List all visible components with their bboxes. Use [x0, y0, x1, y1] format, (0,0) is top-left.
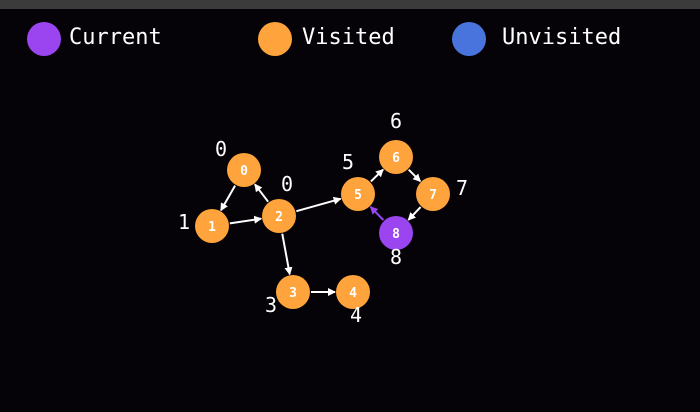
window-top-bar	[0, 0, 700, 9]
node-0: 0	[227, 153, 261, 187]
distance-label-7: 7	[456, 176, 468, 200]
node-circle-7	[416, 177, 450, 211]
distance-label-4: 4	[350, 303, 362, 327]
distance-label-0: 0	[215, 137, 227, 161]
distance-label-5: 5	[342, 150, 354, 174]
edge-6-to-7	[408, 169, 421, 182]
legend-visited-label: Visited	[302, 25, 395, 50]
legend-unvisited-dot	[452, 22, 486, 56]
distance-label-3: 3	[265, 293, 277, 317]
node-label-8: 8	[392, 227, 400, 242]
node-2: 2	[262, 199, 296, 233]
node-circle-8	[379, 216, 413, 250]
distance-label-6: 6	[390, 109, 402, 133]
node-circle-2	[262, 199, 296, 233]
node-circle-3	[276, 275, 310, 309]
distance-label-1: 1	[178, 210, 190, 234]
edge-0-to-1	[220, 185, 236, 212]
node-label-7: 7	[429, 188, 437, 203]
node-label-1: 1	[208, 220, 216, 235]
edge-2-to-0	[254, 183, 269, 203]
node-circle-0	[227, 153, 261, 187]
node-label-3: 3	[289, 286, 297, 301]
node-8: 8	[379, 216, 413, 250]
node-circle-5	[341, 177, 375, 211]
edge-2-to-5	[296, 196, 342, 213]
node-3: 3	[276, 275, 310, 309]
node-circle-1	[195, 209, 229, 243]
node-1: 1	[195, 209, 229, 243]
edge-8-to-5	[369, 206, 385, 221]
distance-labels-layer: 0 1 0 3 4 5 6 7 8	[178, 109, 468, 327]
node-circle-6	[379, 140, 413, 174]
legend-current-dot	[27, 22, 61, 56]
node-label-6: 6	[392, 151, 400, 166]
nodes-layer: 0 1 2 3 4 5 6 7 8	[195, 140, 450, 309]
node-label-2: 2	[275, 210, 283, 225]
node-circle-4	[336, 275, 370, 309]
node-6: 6	[379, 140, 413, 174]
node-7: 7	[416, 177, 450, 211]
distance-label-8: 8	[390, 245, 402, 269]
legend-current-label: Current	[69, 25, 162, 50]
node-4: 4	[336, 275, 370, 309]
node-label-5: 5	[354, 188, 362, 203]
distance-label-2: 0	[281, 172, 293, 196]
edge-2-to-3	[281, 233, 293, 276]
legend-visited-dot	[258, 22, 292, 56]
node-label-0: 0	[240, 164, 248, 179]
legend-unvisited-label: Unvisited	[502, 25, 622, 50]
edge-5-to-6	[370, 168, 384, 183]
node-label-4: 4	[349, 286, 357, 301]
node-5: 5	[341, 177, 375, 211]
edges-layer	[220, 168, 422, 296]
edge-1-to-2	[229, 215, 263, 225]
edge-7-to-8	[407, 206, 422, 221]
